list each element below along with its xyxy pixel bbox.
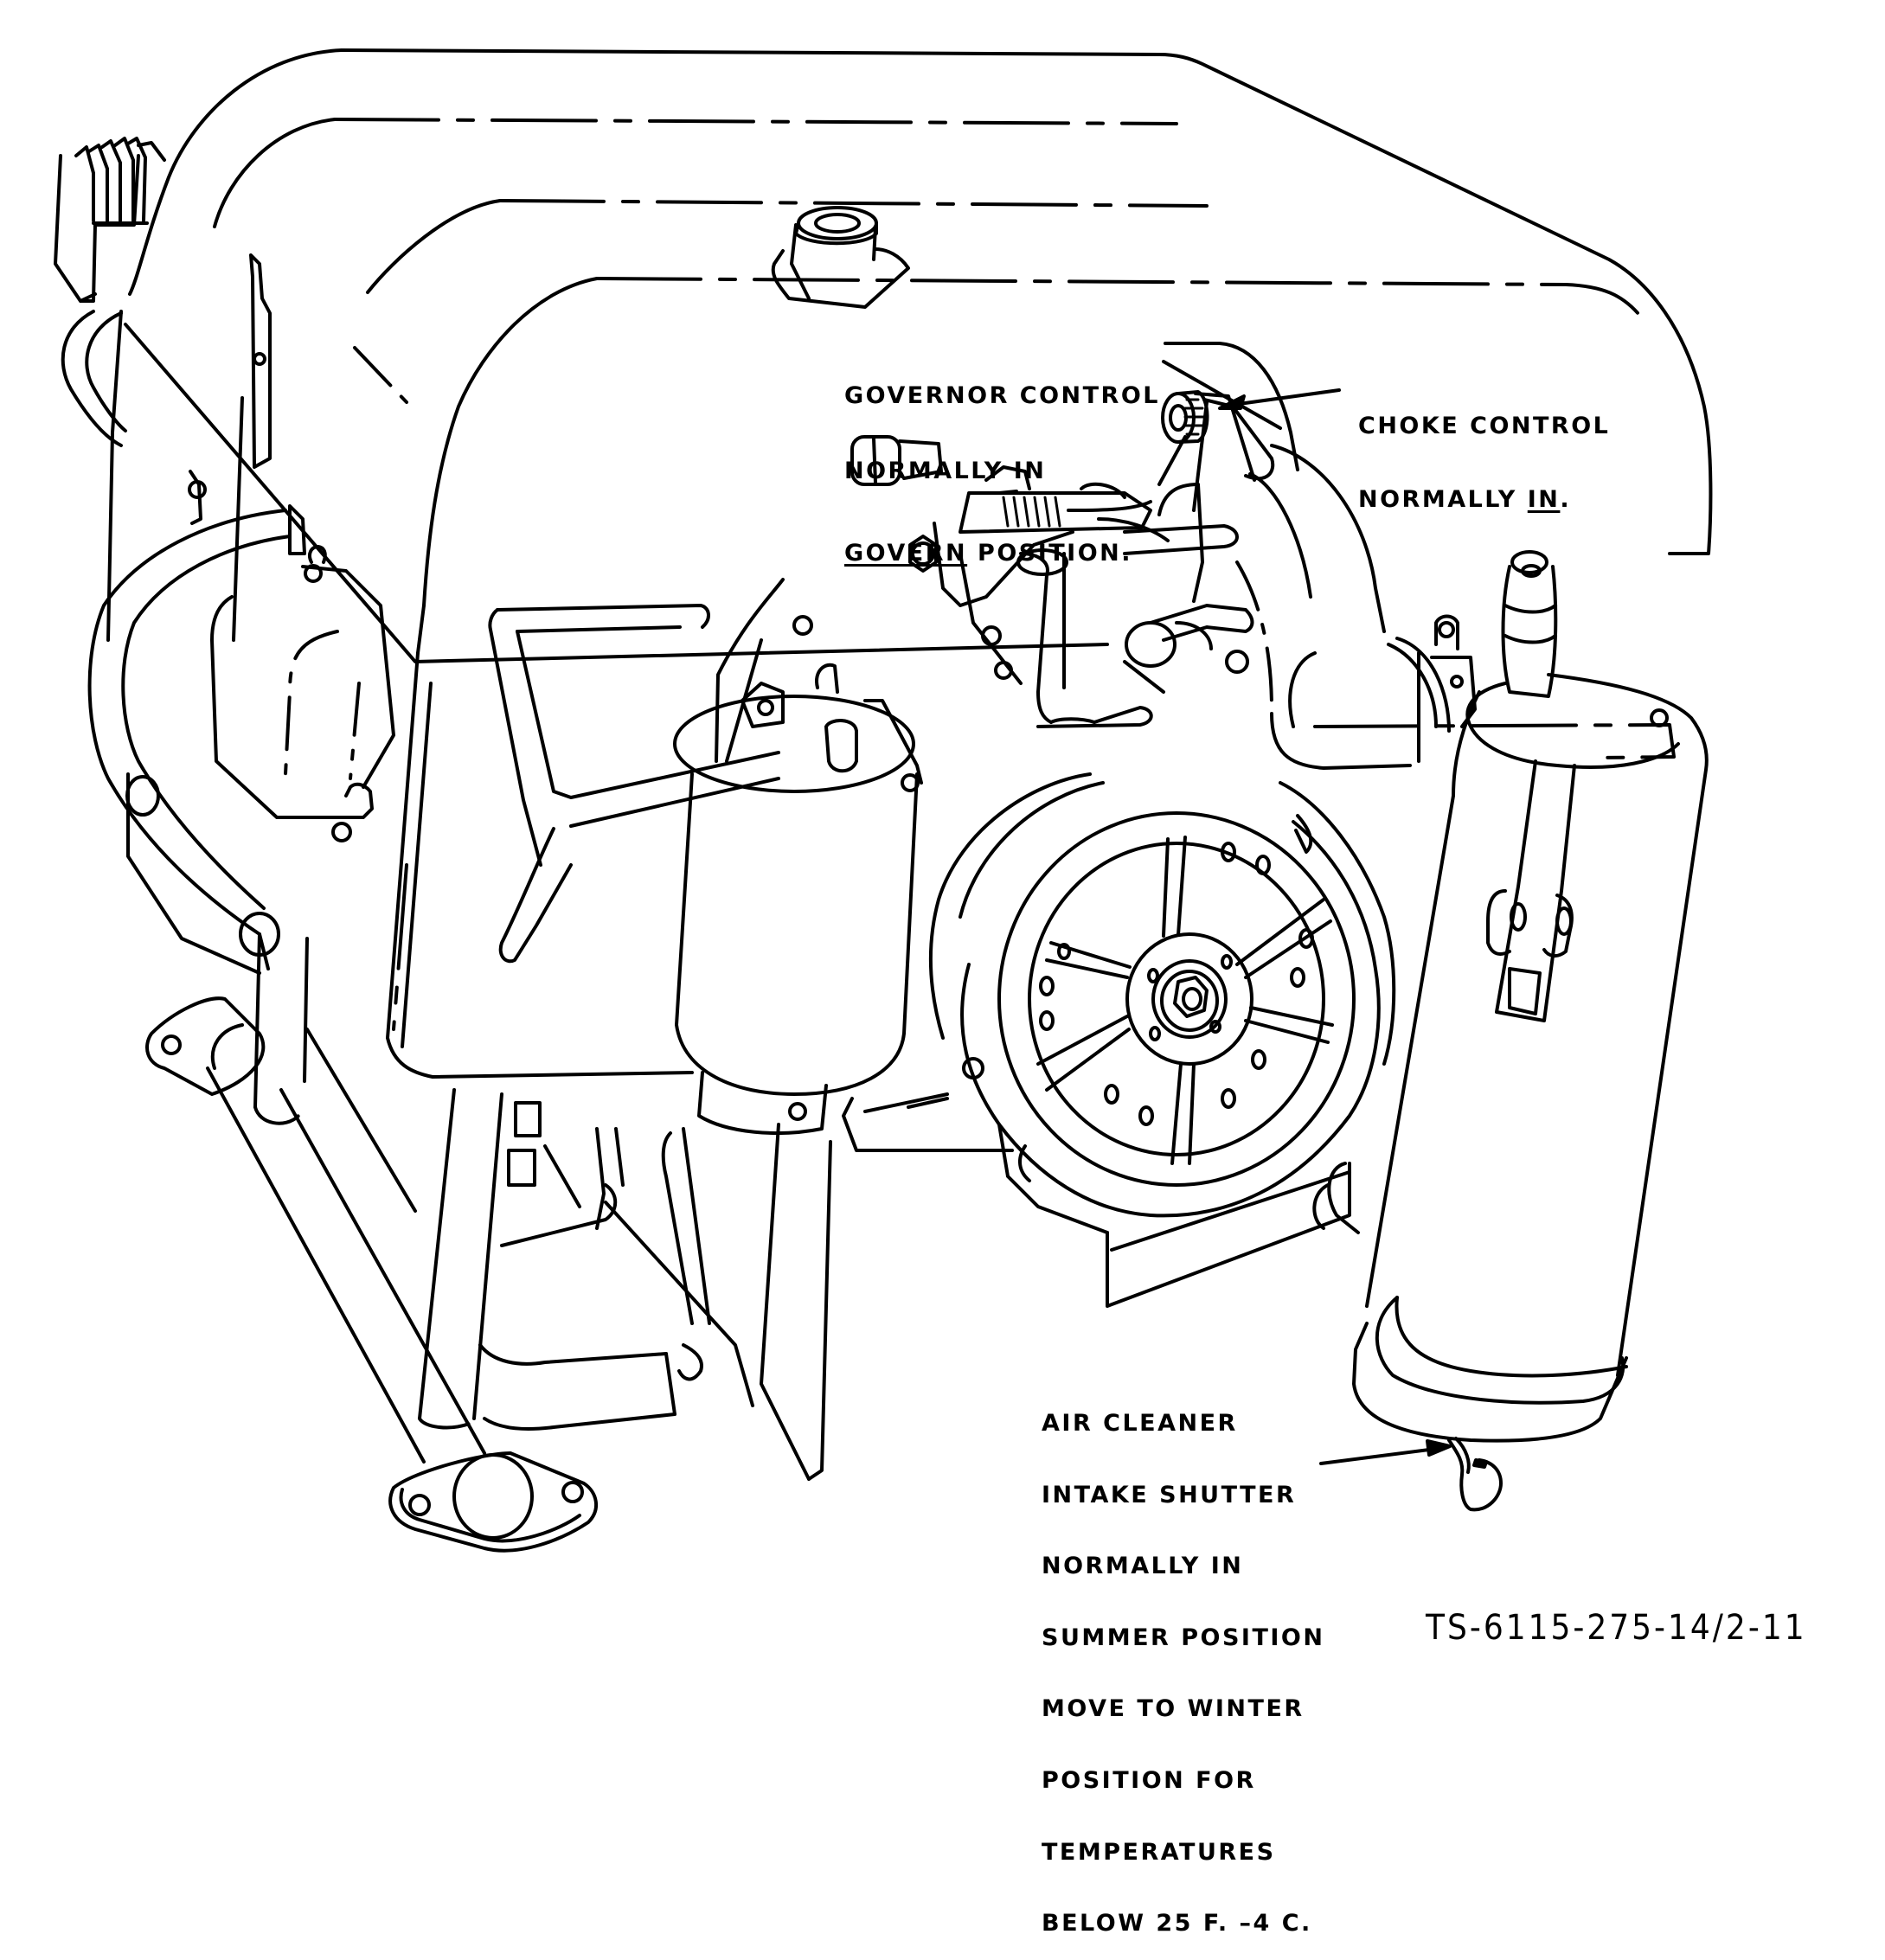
governor-callout-line-2: NORMALLY IN xyxy=(844,458,1047,484)
cooling-fins xyxy=(54,137,166,447)
oil-filler-cap xyxy=(771,206,910,309)
choke-callout-line-2: NORMALLY IN. xyxy=(1358,488,1610,515)
governor-arrow xyxy=(1162,360,1282,430)
governor-callout-line-1: GOVERNOR CONTROL xyxy=(844,382,1160,409)
air-cleaner-callout-line: MOVE TO WINTER xyxy=(1042,1695,1305,1723)
governor-callout-line-3-rest: POSITION. xyxy=(967,540,1133,567)
choke-callout-line-2-suffix: . xyxy=(1560,486,1572,513)
engine-block xyxy=(126,604,780,1079)
rocker-cover xyxy=(210,545,395,842)
air-cleaner-callout-line: INTAKE SHUTTER xyxy=(1042,1481,1297,1508)
figure-identifier: TS-6115-275-14/2-11 xyxy=(1426,1608,1807,1648)
governor-callout-underlined-word: GOVERN xyxy=(844,540,968,567)
choke-callout-line-1: CHOKE CONTROL xyxy=(1358,413,1611,439)
left-bracket xyxy=(106,253,272,642)
choke-arrow xyxy=(1231,388,1341,407)
air-cleaner-callout-line: AIR CLEANER xyxy=(1042,1410,1238,1437)
lower-frame xyxy=(418,1088,832,1481)
upper-shroud xyxy=(124,48,1713,759)
governor-callout-line-3: GOVERN POSITION. xyxy=(844,541,1160,570)
air-cleaner-callout-line: NORMALLY IN xyxy=(1042,1553,1244,1580)
oil-filter xyxy=(673,578,923,1135)
intake-elbow xyxy=(1235,444,1451,770)
exhaust-flange xyxy=(388,1451,598,1553)
air-cleaner-callout-line: TEMPERATURES xyxy=(1042,1838,1276,1866)
choke-callout-underlined-word: IN xyxy=(1527,486,1561,513)
governor-control-callout: GOVERNOR CONTROL NORMALLY IN GOVERN POSI… xyxy=(844,337,1160,593)
exhaust-pipe xyxy=(145,932,486,1464)
choke-callout-line-2-prefix: NORMALLY xyxy=(1358,486,1528,513)
carburetor xyxy=(850,435,1254,728)
air-cleaner-callout-line: BELOW 25 F. –4 C. xyxy=(1042,1910,1312,1938)
choke-control xyxy=(1157,390,1275,512)
intake-shutter xyxy=(1447,1437,1503,1512)
air-cleaner-callout: AIR CLEANER INTAKE SHUTTER NORMALLY IN S… xyxy=(1042,1365,1325,1960)
flywheel-fan xyxy=(842,772,1396,1308)
air-cleaner-callout-line: SUMMER POSITION xyxy=(1042,1624,1325,1651)
choke-control-callout: CHOKE CONTROL NORMALLY IN. xyxy=(1358,368,1610,538)
governor-leader xyxy=(1164,342,1299,471)
engine-illustration xyxy=(54,48,1713,1553)
callout-leaders xyxy=(1162,342,1452,1465)
air-cleaner-arrow xyxy=(1319,1447,1438,1465)
breather-fitting xyxy=(1430,550,1558,728)
air-cleaner-callout-line: POSITION FOR xyxy=(1042,1766,1256,1794)
fuel-line xyxy=(87,470,306,970)
air-cleaner xyxy=(1312,673,1709,1443)
